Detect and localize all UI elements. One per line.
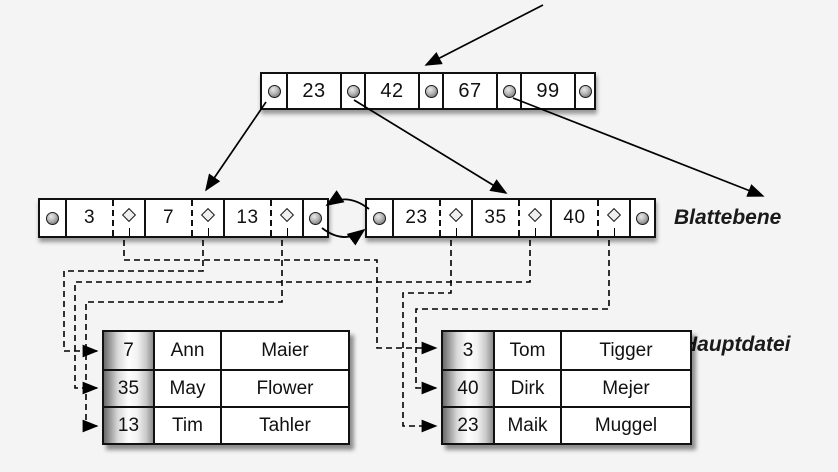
pointer-cell bbox=[418, 74, 442, 108]
record-key: 40 bbox=[443, 371, 493, 406]
pointer-circle-icon bbox=[578, 84, 592, 98]
key-cell: 99 bbox=[520, 74, 574, 108]
table-row: 40 Dirk Mejer bbox=[443, 369, 690, 406]
record-ref-slot bbox=[518, 200, 550, 236]
record-lastname: Flower bbox=[220, 371, 348, 406]
root-to-next-arrow bbox=[512, 97, 765, 197]
sibling-link-left-arrow bbox=[325, 190, 370, 210]
diamond-icon bbox=[121, 207, 137, 223]
key-cell: 35 bbox=[471, 200, 550, 236]
table-row: 13 Tim Tahler bbox=[104, 406, 348, 443]
main-table-left: 7 Ann Maier 35 May Flower 13 Tim Tahler bbox=[102, 330, 350, 445]
record-ref-slot bbox=[597, 200, 629, 236]
pointer-cell bbox=[574, 74, 594, 108]
record-firstname: Maik bbox=[493, 408, 560, 443]
pointer-circle-icon bbox=[309, 211, 322, 225]
key-cell: 3 bbox=[65, 200, 144, 236]
key-cell: 42 bbox=[364, 74, 418, 108]
record-key: 13 bbox=[104, 408, 153, 443]
record-lastname: Tahler bbox=[220, 408, 348, 443]
pointer-circle-icon bbox=[373, 211, 386, 225]
root-key: 67 bbox=[458, 79, 482, 102]
table-row: 35 May Flower bbox=[104, 369, 348, 406]
pointer-circle-icon bbox=[636, 211, 649, 225]
main-table-right: 3 Tom Tigger 40 Dirk Mejer 23 Maik Mugge… bbox=[441, 330, 692, 445]
record-key: 23 bbox=[443, 408, 493, 443]
record-lastname: Mejer bbox=[560, 371, 690, 406]
root-key: 42 bbox=[380, 79, 404, 102]
record-firstname: May bbox=[153, 371, 220, 406]
leaf-key: 40 bbox=[563, 207, 586, 228]
pointer-circle-icon bbox=[502, 84, 516, 98]
root-node: 23 42 67 99 bbox=[260, 72, 596, 110]
root-to-right-leaf-arrow bbox=[353, 99, 508, 194]
pointer-cell bbox=[302, 200, 327, 236]
leaf-key: 35 bbox=[484, 207, 507, 228]
pointer-circle-icon bbox=[346, 84, 360, 98]
table-row: 3 Tom Tigger bbox=[443, 332, 690, 369]
table-row: 7 Ann Maier bbox=[104, 332, 348, 369]
diamond-icon bbox=[200, 207, 216, 223]
record-ref-slot bbox=[112, 200, 144, 236]
record-lastname: Maier bbox=[220, 332, 348, 369]
leaf-key: 7 bbox=[162, 207, 175, 228]
record-firstname: Tom bbox=[493, 332, 560, 369]
pointer-cell bbox=[262, 74, 286, 108]
pointer-cell bbox=[40, 200, 65, 236]
leaf-key: 23 bbox=[405, 207, 428, 228]
diamond-icon bbox=[448, 207, 464, 223]
record-lastname: Tigger bbox=[560, 332, 690, 369]
key-cell: 13 bbox=[223, 200, 302, 236]
table-row: 23 Maik Muggel bbox=[443, 406, 690, 443]
record-firstname: Ann bbox=[153, 332, 220, 369]
pointer-circle-icon bbox=[424, 84, 438, 98]
record-key: 3 bbox=[443, 332, 493, 369]
diamond-icon bbox=[279, 207, 295, 223]
record-firstname: Dirk bbox=[493, 371, 560, 406]
pointer-cell bbox=[367, 200, 392, 236]
label-main-file: Hauptdatei bbox=[682, 333, 791, 356]
label-leaf-level: Blattebene bbox=[674, 206, 782, 229]
record-ref-slot bbox=[191, 200, 223, 236]
record-ref-slot bbox=[439, 200, 471, 236]
key-cell: 40 bbox=[550, 200, 629, 236]
key-cell: 23 bbox=[392, 200, 471, 236]
key-cell: 23 bbox=[286, 74, 340, 108]
key-cell: 7 bbox=[144, 200, 223, 236]
leaf-node-right: 23 35 40 bbox=[365, 198, 656, 238]
leaf-key: 3 bbox=[83, 207, 96, 228]
diamond-icon bbox=[527, 207, 543, 223]
diamond-icon bbox=[606, 207, 622, 223]
record-key: 7 bbox=[104, 332, 153, 369]
incoming-root-arrow bbox=[424, 4, 544, 66]
root-to-left-leaf-arrow bbox=[205, 101, 267, 192]
record-firstname: Tim bbox=[153, 408, 220, 443]
pointer-cell bbox=[496, 74, 520, 108]
root-key: 99 bbox=[536, 79, 560, 102]
root-key: 23 bbox=[302, 79, 326, 102]
record-lastname: Muggel bbox=[560, 408, 690, 443]
leaf-key: 13 bbox=[236, 207, 259, 228]
pointer-cell bbox=[340, 74, 364, 108]
pointer-cell bbox=[629, 200, 654, 236]
leaf-node-left: 3 7 13 bbox=[38, 198, 329, 238]
record-key: 35 bbox=[104, 371, 153, 406]
pointer-circle-icon bbox=[46, 211, 59, 225]
record-ref-slot bbox=[270, 200, 302, 236]
pointer-circle-icon bbox=[267, 84, 281, 98]
key-cell: 67 bbox=[442, 74, 496, 108]
